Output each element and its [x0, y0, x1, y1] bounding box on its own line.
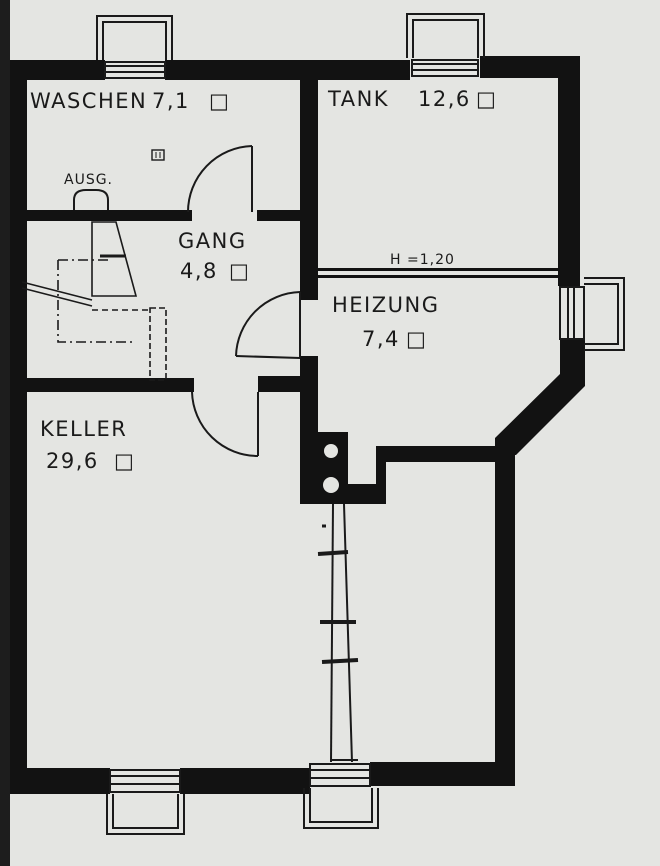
room-name-gang: GANG [178, 229, 247, 253]
room-area-keller: 29,6 [46, 449, 99, 473]
left-edge-shadow [0, 0, 10, 866]
door-gang-heizung [235, 291, 301, 359]
window-waschen [96, 15, 173, 79]
room-name-heizung: HEIZUNG [332, 293, 440, 317]
window-keller-left [106, 769, 185, 835]
room-area-heizung: 7,4 [362, 327, 400, 351]
area-unit-keller: □ [114, 449, 135, 473]
flue-pipe [317, 503, 359, 763]
outer-walls [10, 56, 585, 794]
room-name-waschen: WASCHEN [30, 89, 147, 113]
sink-ausguss [73, 189, 109, 210]
room-area-waschen: 7,1 [152, 89, 190, 113]
window-heizung [559, 277, 625, 351]
door-waschen-gang [187, 145, 253, 213]
chimney-flues [323, 444, 339, 493]
window-tank [406, 13, 485, 77]
interior-walls [22, 80, 562, 504]
socket-icon [151, 149, 165, 161]
label-ausguss: AUSG. [64, 172, 113, 188]
room-area-gang: 4,8 [180, 259, 218, 283]
area-unit-heizung: □ [406, 327, 427, 351]
room-name-tank: TANK [327, 87, 389, 111]
room-name-keller: KELLER [40, 417, 127, 441]
label-height-note: H =1,20 [390, 252, 455, 268]
windows [96, 13, 625, 835]
room-area-tank: 12,6 [418, 87, 471, 111]
area-unit-tank: □ [476, 87, 497, 111]
door-gang-keller [191, 391, 259, 457]
area-unit-gang: □ [229, 259, 250, 283]
doors [187, 145, 301, 457]
stair-ladder [21, 221, 167, 381]
window-keller-right [303, 763, 379, 829]
area-unit-waschen: □ [209, 89, 230, 113]
